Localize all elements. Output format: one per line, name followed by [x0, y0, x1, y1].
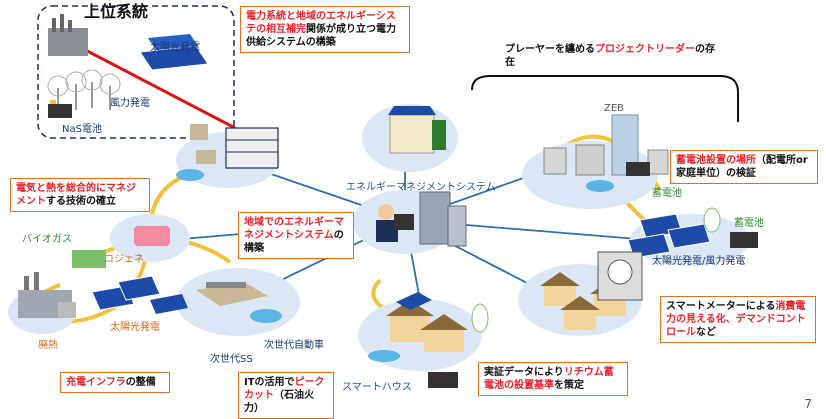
callout-text: する技術の確立 — [46, 196, 116, 207]
callout-emphasis: 電気と熱を総合的にマネジメント — [16, 183, 136, 207]
solar-array-icon — [627, 207, 758, 259]
waste-heat-label: 廃熱 — [38, 340, 58, 351]
upper-system-title: 上位系統 — [84, 2, 149, 21]
grid-connection-line — [69, 40, 236, 130]
callout-text: の整備 — [125, 377, 156, 388]
solar-panel-left-icon — [91, 275, 161, 311]
callout-text: （配電所or家庭単位）の検証 — [676, 155, 808, 179]
battery-label-1: 蓄電池 — [652, 188, 682, 199]
callout-peak-cut: ITの活用でピークカット（石油火力） — [238, 372, 334, 419]
callout-heat-management: 電気と熱を総合的にマネジメントする技術の確立 — [10, 178, 150, 212]
smart-meter-icon — [597, 251, 643, 301]
next-car-label: 次世代自動車 — [264, 340, 324, 351]
callout-emphasis: 蓄電池設置の場所 — [676, 155, 756, 166]
solar-label: 太陽光発電 — [110, 322, 160, 333]
factory-icon — [18, 272, 76, 318]
callout-text: 関係が成り立つ電力供給システムの構築 — [246, 24, 396, 48]
smart-house-icon — [368, 292, 489, 388]
callout-project-leader: プレーヤーを纏めるプロジェクトリーダーの存在 — [500, 40, 724, 72]
ems-label: エネルギーマネジメントシステム — [346, 182, 496, 193]
callout-lithium-standard: 実証データによりリチウム蓄電池の設置基準を策定 — [478, 362, 628, 396]
upper-wind-label: 風力発電 — [110, 98, 150, 109]
biogas-label: バイオガス — [22, 234, 72, 245]
power-plant-icon — [48, 14, 88, 56]
callout-emphasis: リチウム蓄電池の設置基準 — [484, 367, 614, 391]
office-building-icon — [388, 106, 446, 154]
upper-nas-label: NaS電池 — [62, 124, 102, 135]
callout-text: ITの活用で — [244, 377, 295, 388]
callout-battery-location: 蓄電池設置の場所（配電所or家庭単位）の検証 — [670, 150, 818, 184]
callout-text: を策定 — [554, 380, 584, 391]
next-ss-label: 次世代SS — [210, 354, 253, 365]
callout-emphasis: ピークカット — [244, 377, 325, 401]
callout-smart-meter: スマートメーターによる消費電力の見える化、デマンドコントロールなど — [660, 296, 816, 343]
project-leader-bracket — [471, 75, 739, 122]
battery-label-2: 蓄電池 — [734, 218, 764, 229]
callout-emphasis: 電力系統と地域のエネルギーシステの相互補完 — [246, 11, 396, 35]
nas-battery-icon — [48, 100, 72, 118]
callout-text: の構築 — [244, 230, 344, 254]
smart-house-label: スマートハウス — [342, 382, 412, 393]
callout-text: （石油火力） — [244, 390, 314, 414]
callout-grid-complement: 電力系統と地域のエネルギーシステの相互補完関係が成り立つ電力供給システムの構築 — [240, 6, 410, 53]
solar-wind-label: 太陽光発電/風力発電 — [652, 256, 746, 267]
callout-charging-infra: 充電インフラの整備 — [60, 372, 170, 393]
zeb-label: ZEB — [604, 103, 625, 114]
callout-local-ems: 地域でのエネルギーマネジメントシステムの構築 — [238, 212, 354, 259]
cogen-label: コジェネ — [104, 254, 144, 265]
callout-text: プレーヤーを纏める — [505, 44, 595, 55]
callout-text: の存在 — [505, 44, 715, 68]
callout-text: 実証データにより — [484, 367, 564, 378]
callout-emphasis: 消費電力の見える化、デマンドコントロール — [666, 301, 806, 338]
substation-icon — [176, 124, 279, 181]
upper-solar-label: 太陽光発電 — [150, 42, 200, 53]
upper-system-box — [37, 5, 235, 139]
callout-emphasis: 地域でのエネルギーマネジメントシステム — [244, 217, 344, 241]
page-number: 7 — [804, 397, 812, 411]
operator-icon — [376, 204, 414, 242]
callout-text: など — [696, 327, 716, 338]
server-icon — [419, 191, 467, 247]
callout-text: スマートメーターによる — [666, 301, 776, 312]
wind-turbine-icon — [47, 69, 121, 112]
zeb-building-icon — [543, 114, 669, 192]
callout-emphasis: 充電インフラ — [66, 377, 126, 388]
cogen-unit-icon — [72, 226, 170, 268]
service-station-icon — [150, 282, 282, 323]
callout-emphasis: プロジェクトリーダー — [595, 44, 695, 55]
solar-panel-icon — [139, 34, 209, 71]
